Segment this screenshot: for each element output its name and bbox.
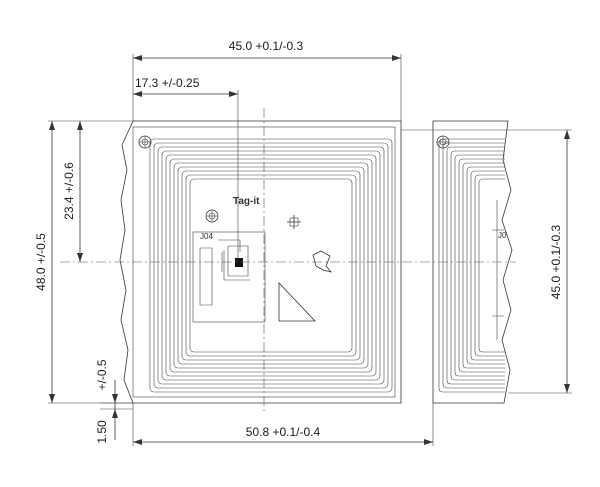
dimension-left-height: [49, 121, 55, 403]
coil-turn: [474, 174, 505, 357]
antenna-coils-main: [149, 138, 393, 393]
chip-window: [192, 231, 266, 323]
strap-next: [492, 200, 504, 340]
dimension-top-width: [133, 55, 401, 61]
coil-turn: [466, 166, 505, 365]
fiducial-next-icon: [436, 135, 450, 149]
ti-logo-icon: [312, 250, 333, 273]
coil-turn: [478, 178, 505, 353]
coil-turn: [470, 170, 505, 361]
coil-turn: [177, 166, 365, 365]
coil-turn: [458, 158, 505, 373]
coil-turn: [185, 174, 357, 357]
chip-label-next: J0: [498, 231, 507, 240]
fiducial-chip-icon: [205, 209, 219, 223]
dim-text-gap: 1.50: [95, 420, 109, 444]
coil-turn: [153, 142, 389, 389]
inlay-outline-next: [432, 120, 513, 404]
dim-text-bottom-pitch: 50.8 +0.1/-0.4: [246, 425, 321, 439]
antenna-coils-next: [438, 138, 505, 393]
coil-turn: [181, 170, 361, 361]
dimension-bottom-pitch: [133, 439, 433, 445]
chip-label: J04: [200, 232, 213, 241]
coil-turn: [438, 138, 505, 393]
dim-text-top-width: 45.0 +0.1/-0.3: [229, 39, 304, 53]
dimension-offset-x: [133, 91, 238, 97]
coil-turn: [157, 146, 385, 385]
dim-text-offset-x: 17.3 +/-0.25: [135, 76, 200, 90]
coil-turn: [446, 146, 505, 385]
dim-text-right-height: 45.0 +0.1/-0.3: [549, 224, 563, 299]
dimension-offset-y: [77, 121, 83, 262]
coil-turn: [161, 150, 381, 381]
coil-turn: [442, 142, 505, 389]
dim-text-gap-tolerance: +/-0.5: [95, 359, 109, 390]
brand-label: Tag-it: [233, 196, 260, 207]
ic-chip: [235, 258, 243, 267]
dimension-right-height: [564, 130, 570, 393]
triangle-mark: [278, 281, 316, 322]
coil-turn: [149, 138, 393, 393]
coil-turn: [462, 162, 505, 369]
coil-turn: [169, 158, 373, 373]
fiducial-top-left-icon: [138, 135, 152, 149]
crosshair-target-icon: [287, 215, 301, 229]
dim-text-left-height: 48.0 +/-0.5: [34, 233, 48, 291]
coil-turn: [454, 154, 505, 377]
inlay-outline-main: [119, 120, 402, 404]
coil-turn: [173, 162, 369, 369]
strap-left: [199, 239, 250, 306]
coil-turn: [189, 178, 353, 353]
extension-lines: [48, 54, 572, 446]
coil-turn: [165, 154, 377, 377]
dim-text-offset-y: 23.4 +/-0.6: [62, 162, 76, 220]
coil-turn: [450, 150, 505, 381]
dimension-gap: [100, 380, 133, 440]
